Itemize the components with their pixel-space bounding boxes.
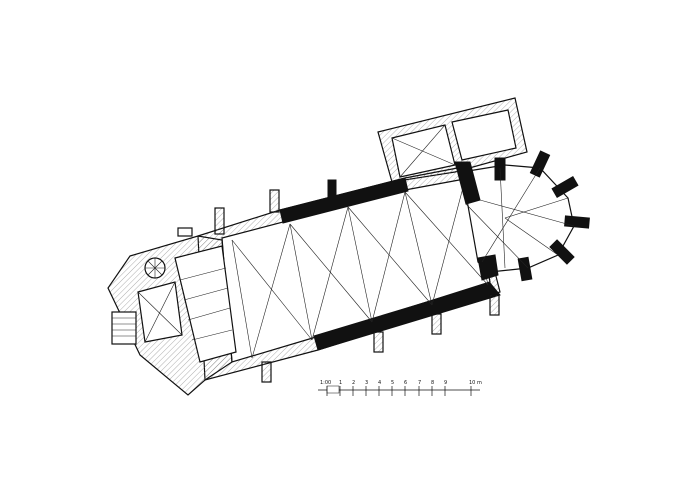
tower xyxy=(377,97,528,183)
scale-label: 5 xyxy=(391,380,394,386)
scale-label: 2 xyxy=(352,380,355,386)
scale-label: 4 xyxy=(378,380,381,386)
scale-labels: 1:00 1 2 3 4 5 6 7 8 9 10 m xyxy=(320,380,482,386)
chancel xyxy=(454,150,590,282)
scale-bar xyxy=(318,385,480,396)
west-porch xyxy=(107,227,237,396)
entrance-steps xyxy=(111,311,137,345)
scale-label: 6 xyxy=(404,380,407,386)
scale-label: 1:00 xyxy=(320,380,331,386)
scale-label: 9 xyxy=(444,380,447,386)
scale-label: 7 xyxy=(418,380,421,386)
scale-label: 8 xyxy=(431,380,434,386)
nave xyxy=(197,165,501,383)
scale-label: 1 xyxy=(339,380,342,386)
nave-north-wall xyxy=(279,177,409,224)
scale-label: 10 m xyxy=(469,380,482,386)
scale-label: 3 xyxy=(365,380,368,386)
nave-south-wall xyxy=(313,282,501,351)
